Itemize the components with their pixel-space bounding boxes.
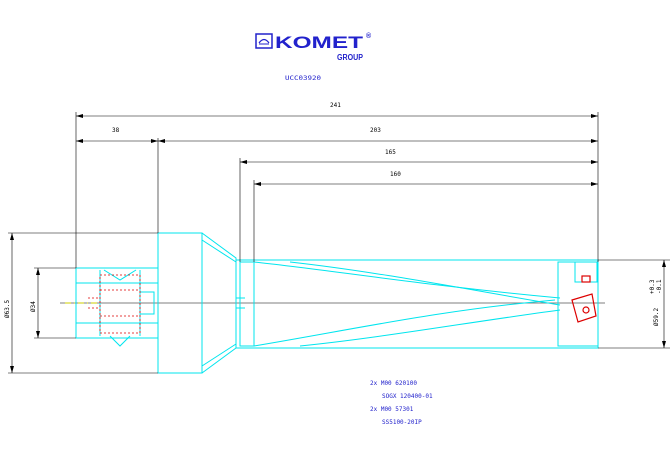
dim-drill-length-1: 165 bbox=[385, 149, 396, 156]
logo-group: GROUP bbox=[337, 53, 364, 62]
drill-head-outline bbox=[557, 261, 599, 347]
cutting-insert bbox=[571, 275, 597, 323]
dimension-lines bbox=[8, 112, 670, 374]
dim-shank-diameter: Ø34 bbox=[30, 301, 37, 312]
dim-cutting-diameter: Ø59.2 bbox=[653, 308, 660, 326]
dim-shank-length: 38 bbox=[112, 127, 120, 134]
parts-list-item: 2x M00 620100 bbox=[370, 380, 417, 387]
dim-drill-length-2: 160 bbox=[390, 171, 401, 178]
flange-outline bbox=[157, 232, 203, 374]
dimension-arrows bbox=[10, 114, 666, 373]
dim-flange-diameter: Ø63.5 bbox=[4, 300, 11, 318]
drill-body-outline bbox=[235, 259, 599, 349]
drawing-number: UCC03920 bbox=[285, 75, 321, 82]
dim-body-length: 203 bbox=[370, 127, 381, 134]
logo-registered-mark: ® bbox=[366, 32, 372, 40]
parts-list-item: 2x M00 57301 bbox=[370, 406, 414, 413]
komet-emblem-icon bbox=[255, 33, 273, 49]
dim-overall-length: 241 bbox=[330, 102, 341, 109]
parts-list-item: SOGX 120400-01 bbox=[382, 393, 433, 400]
dim-tolerance-upper: +0.3 bbox=[649, 279, 656, 294]
flute-curve-lower bbox=[253, 299, 556, 347]
logo-brand: KOMET bbox=[275, 33, 364, 52]
dim-tolerance-lower: -0.1 bbox=[656, 279, 663, 294]
flute-curve-upper bbox=[253, 261, 561, 299]
tool-outline bbox=[75, 232, 599, 374]
parts-list-item: SS5100-20IP bbox=[382, 419, 422, 426]
coolant-channel-hidden bbox=[88, 274, 141, 334]
parts-list: 2x M00 620100 SOGX 120400-01 2x M00 5730… bbox=[370, 380, 433, 426]
komet-logo: KOMET ® GROUP bbox=[255, 32, 372, 62]
